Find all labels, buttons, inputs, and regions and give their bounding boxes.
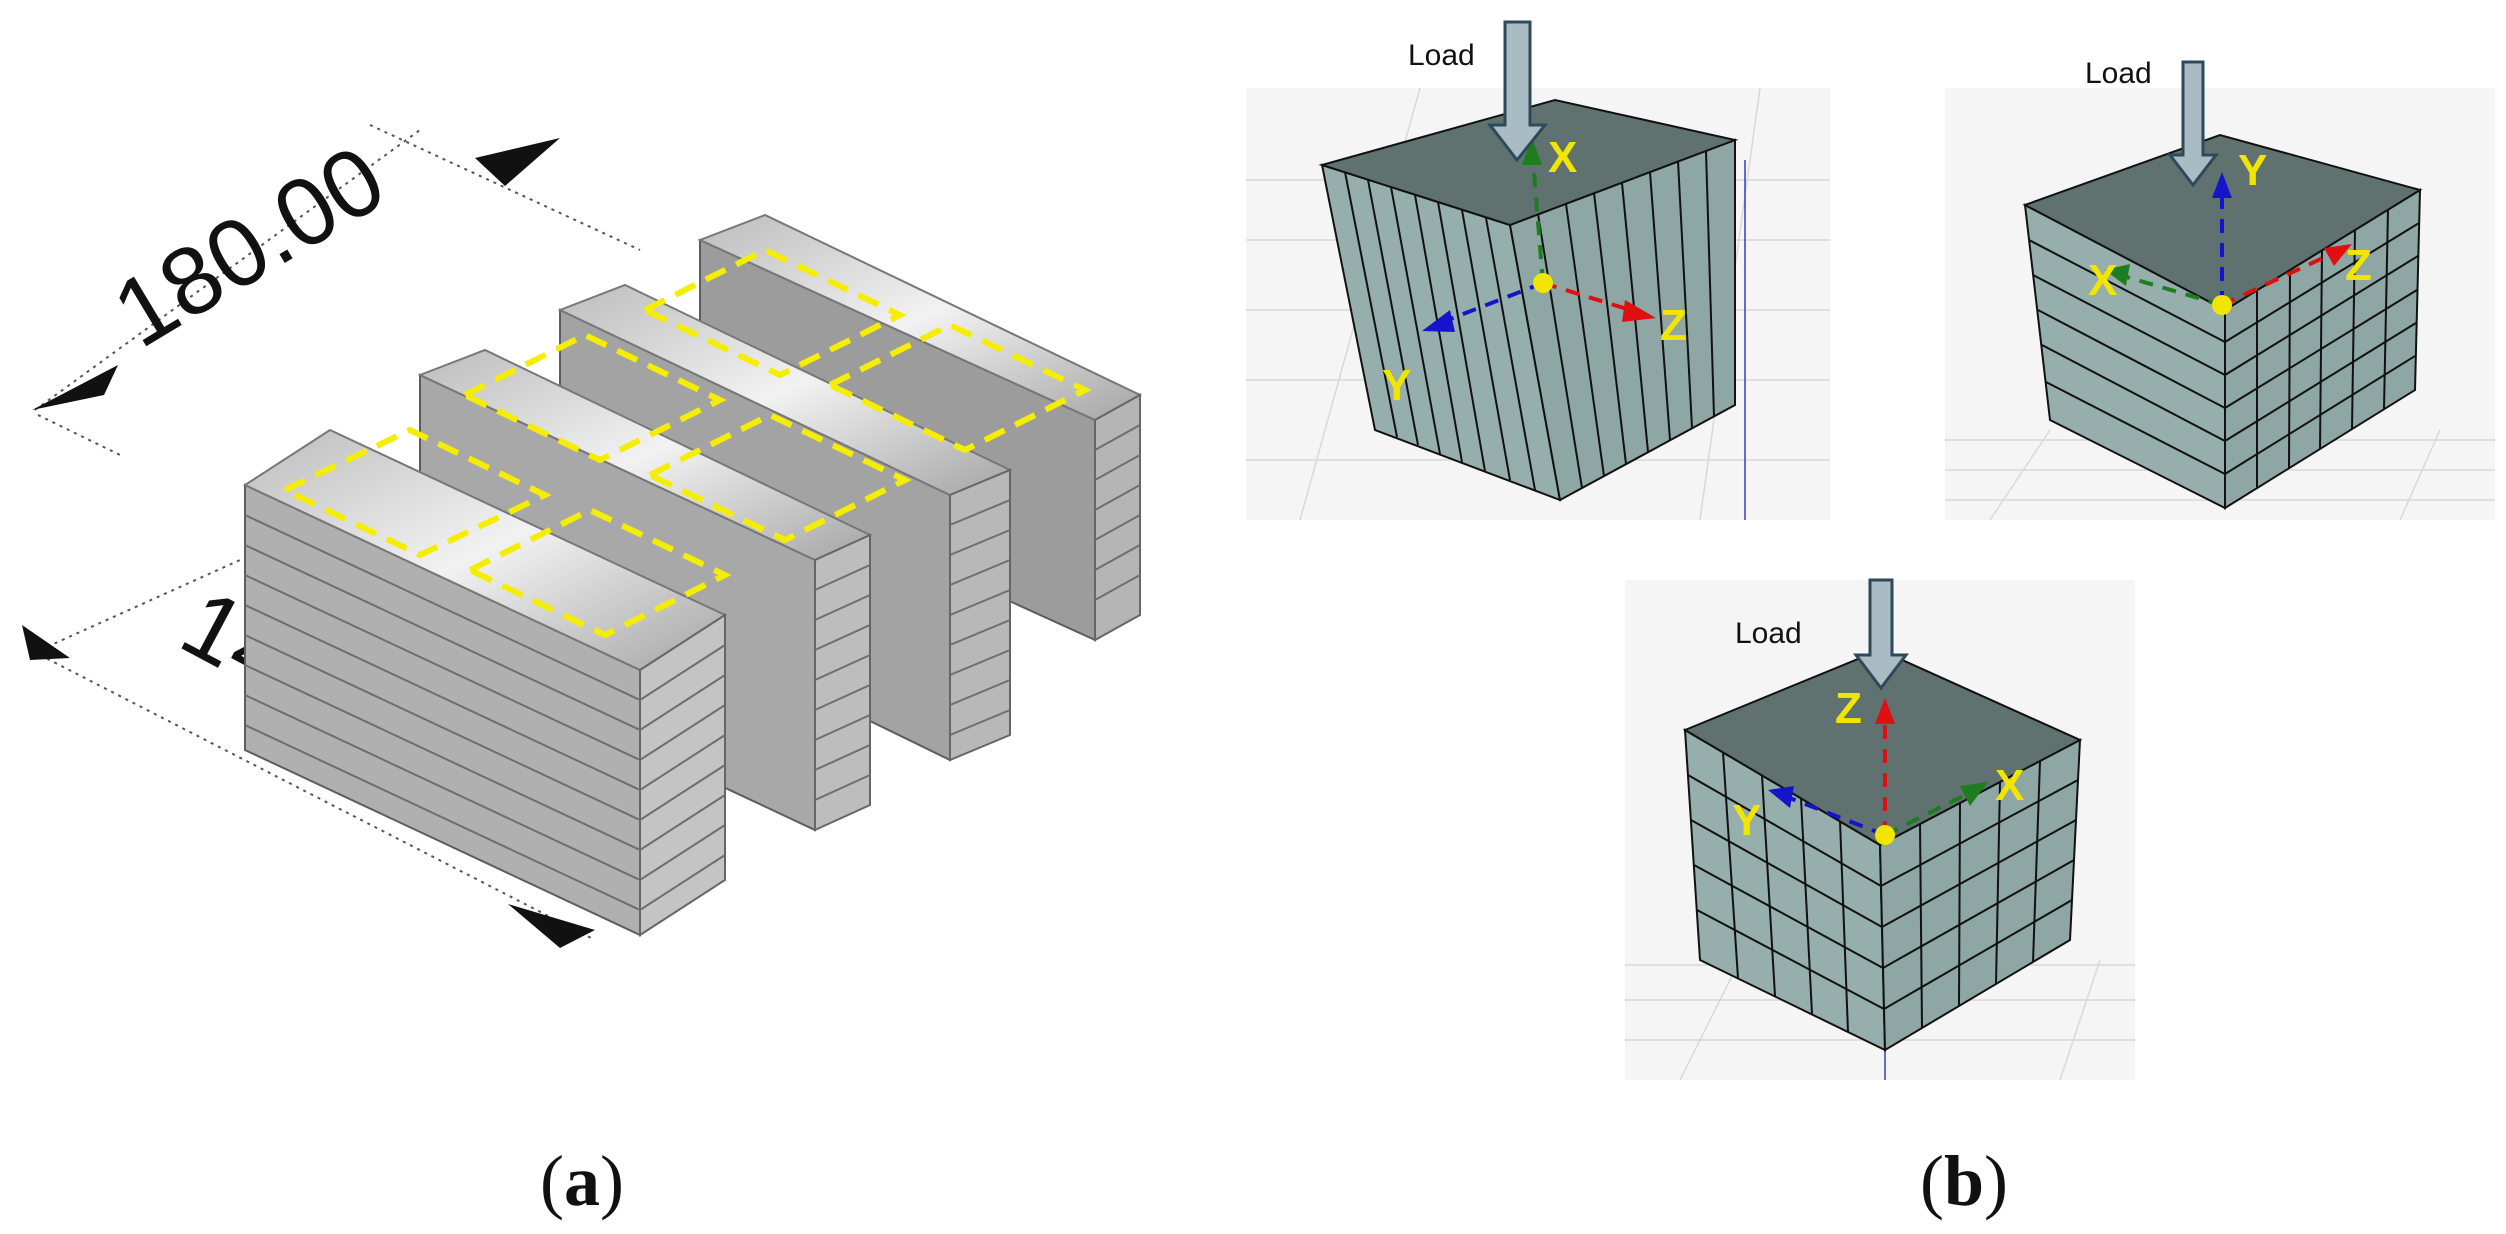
dimension-arrow-left-icon (32, 365, 118, 410)
axis-label-left: X (2088, 256, 2117, 305)
load-label: Load (1735, 617, 1802, 650)
cube-view-1: X Z Y Load (1246, 20, 1830, 521)
cube-view-3: Z X Y Load (1625, 578, 2135, 1081)
coordinate-axes (1422, 138, 1656, 332)
tire-rings (244, 424, 1141, 912)
mesh-lines (2028, 209, 2420, 488)
axis-label-right: Z (2345, 241, 2372, 290)
panel-a: 180.00 140.00 (22, 124, 1143, 1221)
axis-label-left: Y (1382, 361, 1411, 410)
load-label: Load (2085, 57, 2152, 90)
dimension-arrow-upper-icon (22, 625, 70, 660)
cube-view-2: Y Z X Load (1945, 57, 2495, 521)
tire-footprint-outlines (278, 246, 1092, 639)
coordinate-axes (2105, 172, 2352, 315)
mesh-lines (1687, 751, 2079, 1033)
load-arrow-icon (1852, 578, 1910, 691)
axis-label-right: X (1995, 761, 2024, 810)
load-arrow-icon (2166, 60, 2220, 188)
axis-label-top: Z (1835, 684, 1862, 733)
axis-label-right: Z (1660, 301, 1687, 350)
dimension-arrow-right-icon (475, 138, 560, 186)
panel-b-caption: (b) (1920, 1141, 2008, 1221)
load-arrow-icon (1486, 20, 1549, 163)
axis-label-top: Y (2238, 146, 2267, 195)
dimension-length-label: 180.00 (96, 125, 403, 368)
axis-label-top: X (1548, 133, 1577, 182)
axis-label-left: Y (1732, 796, 1761, 845)
load-label: Load (1408, 39, 1475, 72)
tire-stack-1 (242, 428, 728, 937)
dimension-arrow-lower-icon (508, 904, 595, 948)
coordinate-axes (1768, 698, 1988, 845)
panel-a-caption: (a) (540, 1141, 624, 1221)
panel-b: X Z Y Load (1246, 20, 2495, 1221)
dimension-lines (34, 124, 641, 941)
